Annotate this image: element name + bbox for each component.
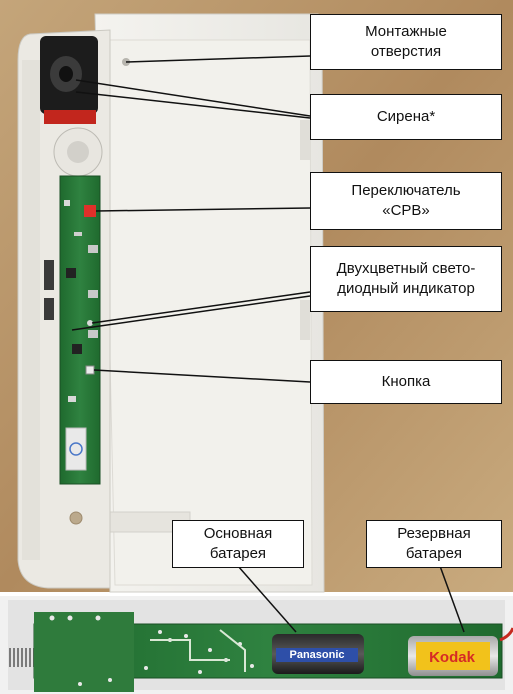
pcb-button <box>85 365 95 375</box>
bottom-photo: Panasonic Kodak <box>0 596 513 694</box>
label-button: Кнопка <box>381 373 431 390</box>
leader-lines <box>71 55 465 633</box>
srv-switch <box>84 205 96 217</box>
led-indicator <box>87 320 93 326</box>
label-mounting-holes: Монтажные отверстия <box>365 23 447 60</box>
callout-backup-battery: Резервная батарея <box>366 520 502 568</box>
mounting-hole-bottom <box>69 511 83 525</box>
kodak-text: Kodak <box>429 649 476 666</box>
label-led: Двухцветный свето- диодный индикатор <box>336 260 476 297</box>
panasonic-text: Panasonic <box>289 649 344 661</box>
label-switch: Переключатель «СРВ» <box>351 182 461 219</box>
callout-main-battery: Основная батарея <box>172 520 304 568</box>
callout-switch: Переключатель «СРВ» <box>310 172 502 230</box>
label-main-battery: Основная батарея <box>203 525 273 562</box>
callout-siren: Сирена* <box>310 94 502 140</box>
callout-led: Двухцветный свето- диодный индикатор <box>310 246 502 312</box>
label-backup-battery: Резервная батарея <box>397 525 471 562</box>
callout-button: Кнопка <box>310 360 502 404</box>
callout-mounting-holes: Монтажные отверстия <box>310 14 502 70</box>
label-siren: Сирена* <box>376 108 436 125</box>
